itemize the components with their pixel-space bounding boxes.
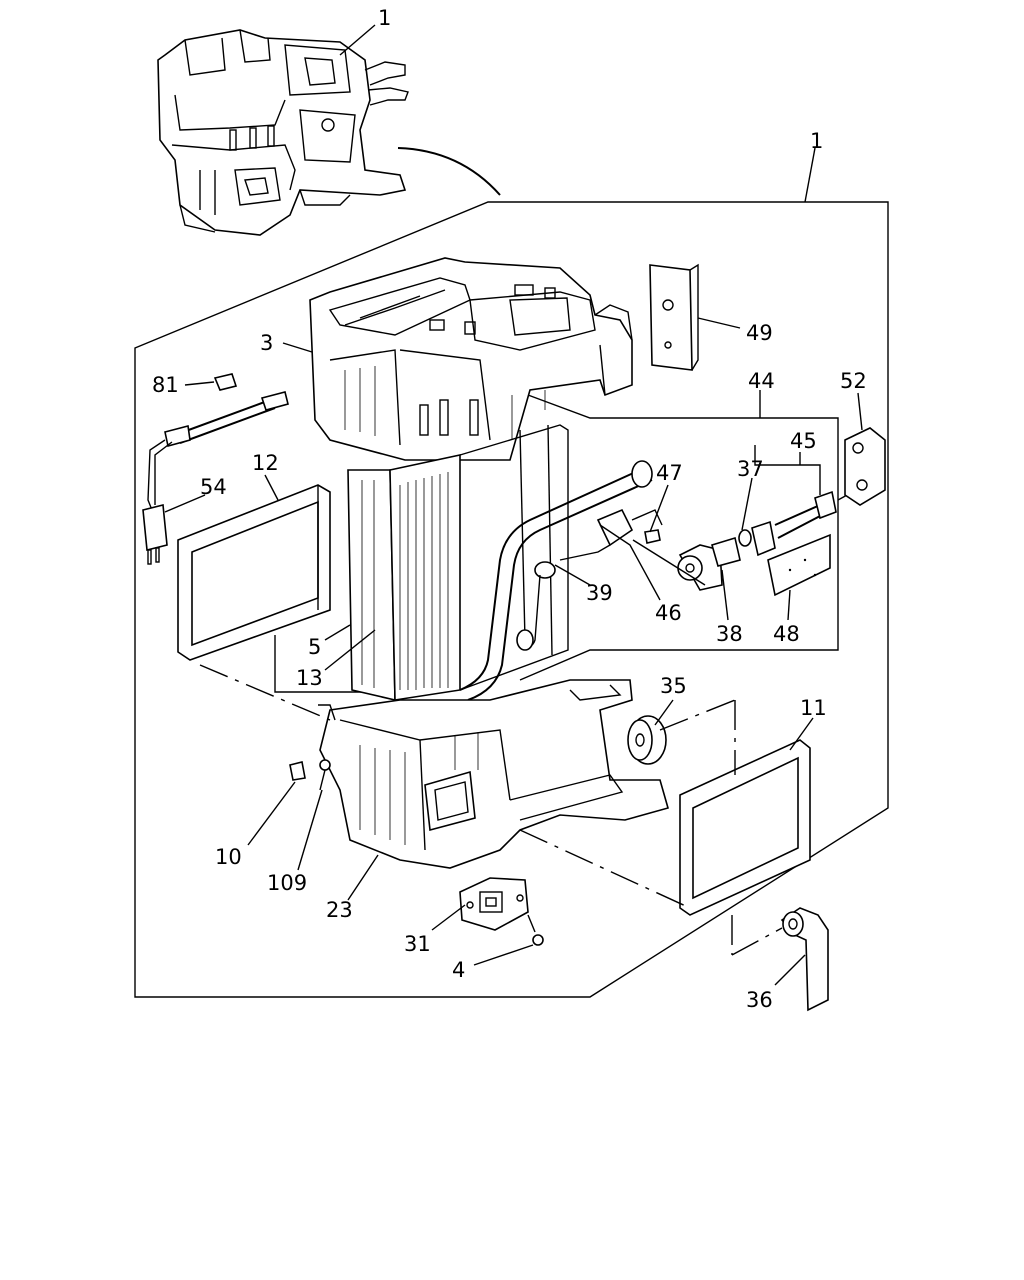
callout-31: 31: [404, 932, 431, 956]
expansion-valve-part-38: [677, 536, 741, 591]
callout-13: 13: [296, 666, 323, 690]
sensor-part-54: [142, 391, 289, 565]
assembled-unit-illustration: [157, 29, 409, 236]
callout-47: 47: [656, 461, 683, 485]
callout-48: 48: [773, 622, 800, 646]
damper-part-35: [627, 715, 667, 765]
clip-part-10: [289, 761, 306, 781]
callout-54: 54: [200, 475, 227, 499]
callout-109: 109: [267, 871, 307, 895]
callout-10: 10: [215, 845, 242, 869]
sub-frame-44: [519, 394, 839, 681]
callout-36: 36: [746, 988, 773, 1012]
callout-81: 81: [152, 373, 179, 397]
leader-lines: [164, 24, 863, 986]
filter-frame-part-12: [177, 484, 331, 661]
sub-frame-5-bracket: [274, 635, 380, 693]
assembly-lines: [199, 664, 783, 956]
seal-part-49: [649, 263, 699, 371]
resistor-part-31: [459, 877, 529, 931]
drain-hose-part-36: [780, 907, 829, 1012]
callout-35: 35: [660, 674, 687, 698]
callout-5: 5: [308, 635, 321, 659]
callout-39: 39: [586, 581, 613, 605]
callout-labels: 1 1 3 81 12 54 5 13 49 44 52 45 47 37 39…: [152, 6, 867, 1012]
filter-frame-part-11: [679, 739, 811, 916]
gasket-part-52: [844, 427, 886, 506]
assembly-frame: [134, 201, 889, 998]
upper-case-part-3: [309, 257, 633, 461]
evaporator-core-part-13: [347, 424, 569, 702]
callout-49: 49: [746, 321, 773, 345]
pipe-part-45: [738, 487, 861, 557]
screw-part-109: [319, 759, 331, 791]
callout-23: 23: [326, 898, 353, 922]
callout-37: 37: [737, 457, 764, 481]
screw-part-4: [527, 914, 544, 946]
clip-part-81: [213, 373, 238, 391]
thermistor-part-46: [559, 508, 663, 561]
callout-4: 4: [452, 958, 465, 982]
insulator-part-48: [767, 533, 831, 597]
refrigerant-pipe: [459, 460, 653, 701]
callout-52: 52: [840, 369, 867, 393]
callout-1-top: 1: [378, 6, 391, 30]
callout-44: 44: [748, 369, 775, 393]
callout-1-main: 1: [810, 129, 823, 153]
callout-46: 46: [655, 601, 682, 625]
callout-3: 3: [260, 331, 273, 355]
callout-45: 45: [790, 429, 817, 453]
callout-11: 11: [800, 696, 827, 720]
callout-38: 38: [716, 622, 743, 646]
callout-12: 12: [252, 451, 279, 475]
assembly-arrow: [397, 147, 501, 196]
lower-case-part-23: [318, 679, 669, 869]
